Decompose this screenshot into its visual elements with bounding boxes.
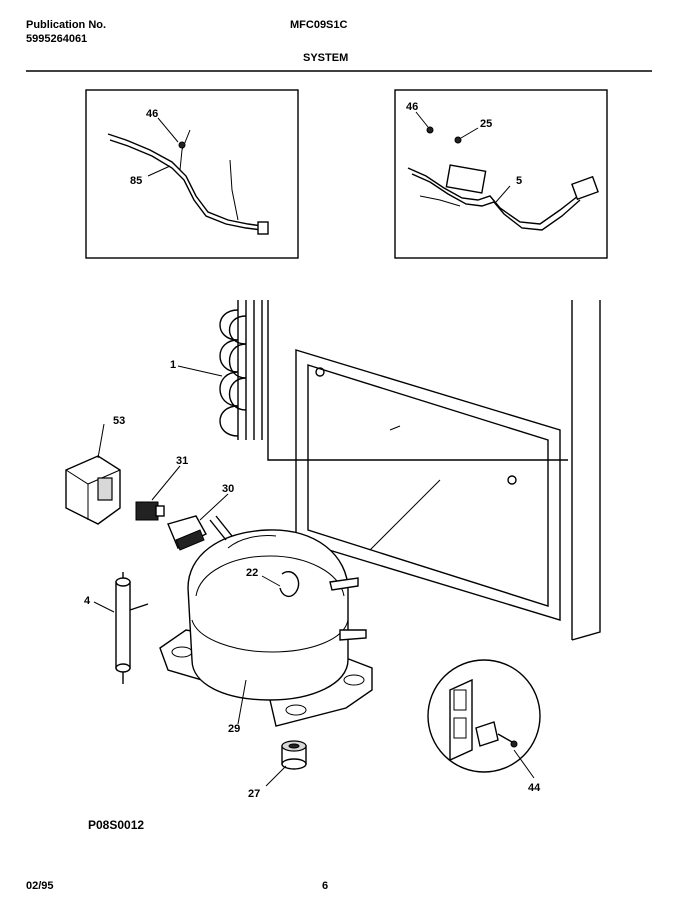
terminal-cover — [167, 493, 229, 551]
callout-22: 22 — [246, 567, 258, 579]
callout-29: 29 — [228, 723, 240, 735]
condenser-coil — [177, 300, 263, 440]
connector — [135, 465, 181, 521]
callout-31: 31 — [176, 455, 188, 467]
callout-30: 30 — [222, 483, 234, 495]
inset-wiring-harness — [85, 89, 299, 259]
page-number: 6 — [322, 880, 329, 892]
callout-46: 46 — [146, 108, 158, 120]
callout-46-right: 46 — [406, 101, 418, 113]
model-number: MFC09S1C — [290, 19, 348, 31]
callout-25: 25 — [480, 118, 492, 130]
callout-27: 27 — [248, 788, 260, 800]
publication-number: 5995264061 — [26, 33, 88, 45]
callout-44: 44 — [528, 782, 541, 794]
outlet-detail — [427, 659, 541, 779]
callout-4: 4 — [84, 595, 91, 607]
compressor — [159, 515, 373, 727]
rubber-grommet — [265, 740, 307, 787]
figure-code: P08S0012 — [88, 818, 145, 832]
footer-date: 02/95 — [26, 880, 54, 892]
section-title: SYSTEM — [303, 52, 349, 64]
callout-85: 85 — [130, 175, 142, 187]
relay-overload — [65, 423, 121, 525]
inset-thermostat-wiring — [394, 89, 608, 259]
cabinet-outline — [267, 300, 601, 641]
callout-1: 1 — [170, 359, 176, 371]
callout-5: 5 — [516, 175, 522, 187]
callout-53: 53 — [113, 415, 125, 427]
publication-label: Publication No. — [26, 19, 107, 31]
filter-drier — [93, 572, 149, 684]
